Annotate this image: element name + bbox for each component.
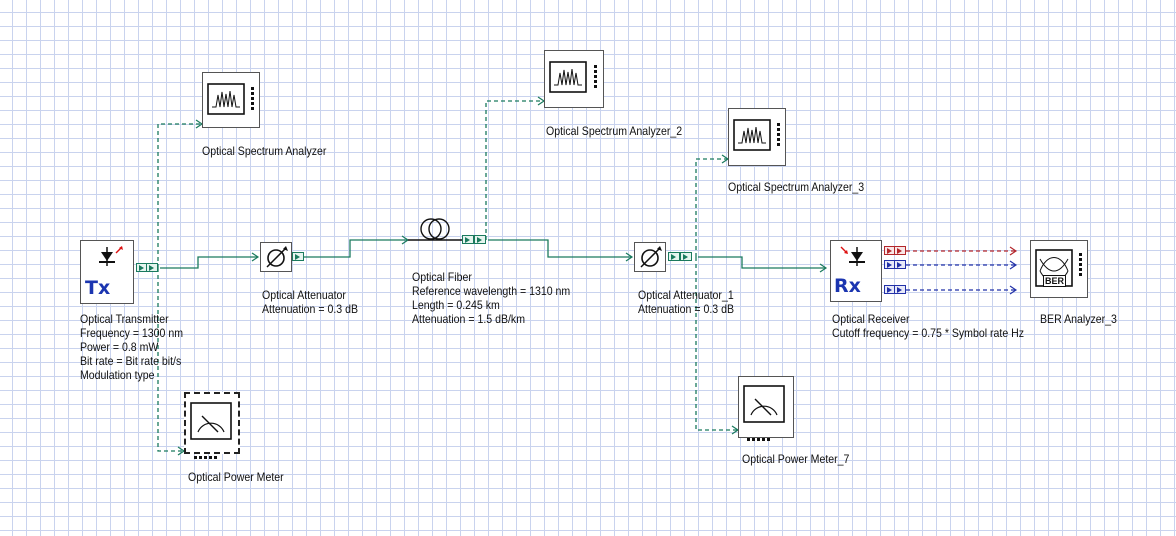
spectrum-icon [207,83,245,115]
arrowhead [819,263,828,273]
menu-dots-icon [251,87,255,112]
receiver-name: Optical Receiver [832,312,910,326]
wire-tx-to-powermeter1[interactable] [157,268,184,452]
wire-attenuator1-to-receiver[interactable] [698,256,826,269]
spectrum-icon [549,61,587,93]
arrowhead [625,252,634,262]
attenuator-param: Attenuation = 0.3 dB [262,302,359,316]
transmitter-param: Bit rate = Bit rate bit/s [80,354,182,368]
wire-attenuator-to-fiber[interactable] [304,239,408,258]
power-meter-7-label: Optical Power Meter_7 [742,452,850,466]
rx-icon-label: Rx [834,275,861,297]
ber-label: BER Analyzer_3 [1040,312,1117,326]
wire-tx-to-osa1[interactable] [157,123,202,268]
receiver-output-port-blue-4[interactable] [894,285,906,294]
tx-icon-label: Tx [85,277,111,299]
wire-fiber-to-osa2[interactable] [485,100,544,240]
attenuator-icon [266,246,288,268]
optical-transmitter[interactable]: Tx [80,240,134,304]
optical-spectrum-analyzer[interactable] [202,72,260,128]
transmitter-name: Optical Transmitter [80,312,169,326]
attenuator1-name: Optical Attenuator_1 [638,288,734,302]
laser-diode-icon [99,246,123,266]
ber-icon-label: BER [1043,275,1067,287]
attenuator-name: Optical Attenuator [262,288,346,302]
transmitter-param: Frequency = 1300 nm [80,326,184,340]
optical-attenuator-1[interactable] [634,242,666,272]
receiver-output-port-blue-2[interactable] [894,260,906,269]
wire-attenuator1-to-powermeter2[interactable] [695,257,738,431]
arrowhead [1009,260,1018,270]
osa3-label: Optical Spectrum Analyzer_3 [728,180,865,194]
arrowhead [1009,285,1018,295]
attenuator-output-port[interactable] [292,252,304,261]
transmitter-param: Modulation type [80,368,155,382]
attenuator1-output-port-2[interactable] [680,252,692,261]
fiber-name: Optical Fiber [412,270,472,284]
optical-power-meter[interactable] [184,392,240,459]
menu-dots-icon [777,123,781,148]
fiber-param: Attenuation = 1.5 dB/km [412,312,526,326]
power-meter-label: Optical Power Meter [188,470,284,484]
tx-output-port-2[interactable] [146,263,158,272]
arrowhead [251,252,260,262]
optical-spectrum-analyzer-3[interactable] [728,108,786,166]
optical-power-meter-7[interactable] [738,376,794,441]
fiber-output-port-2[interactable] [474,235,486,244]
attenuator1-param: Attenuation = 0.3 dB [638,302,735,316]
spectrum-icon [733,119,771,151]
arrowhead [1009,246,1018,256]
fiber-output-port[interactable] [462,235,474,244]
optical-receiver[interactable]: Rx [830,240,882,302]
menu-dots-icon [194,446,224,459]
optical-attenuator[interactable] [260,242,292,272]
osa2-label: Optical Spectrum Analyzer_2 [546,124,683,138]
fiber-param: Reference wavelength = 1310 nm [412,284,571,298]
wire-attenuator1-to-osa3[interactable] [695,158,728,257]
power-meter-gauge-icon [743,385,785,423]
menu-dots-icon [1079,253,1083,278]
power-meter-gauge-icon [190,402,232,440]
attenuator-icon [640,246,662,268]
osa1-label: Optical Spectrum Analyzer [202,144,327,158]
transmitter-param: Power = 0.8 mW [80,340,159,354]
fiber-param: Length = 0.245 km [412,298,500,312]
wire-fiber-to-attenuator1[interactable] [488,239,632,258]
photodiode-icon [840,246,865,266]
optical-fiber-coil-icon[interactable] [408,218,462,241]
menu-dots-icon [594,65,598,90]
receiver-output-port-red-2[interactable] [894,246,906,255]
ber-analyzer[interactable]: BER [1030,240,1088,298]
attenuator1-output-port[interactable] [668,252,680,261]
optical-spectrum-analyzer-2[interactable] [544,50,604,108]
menu-dots-icon [747,428,777,441]
wire-tx-to-attenuator[interactable] [160,256,258,269]
receiver-param: Cutoff frequency = 0.75 * Symbol rate Hz [832,326,1025,340]
